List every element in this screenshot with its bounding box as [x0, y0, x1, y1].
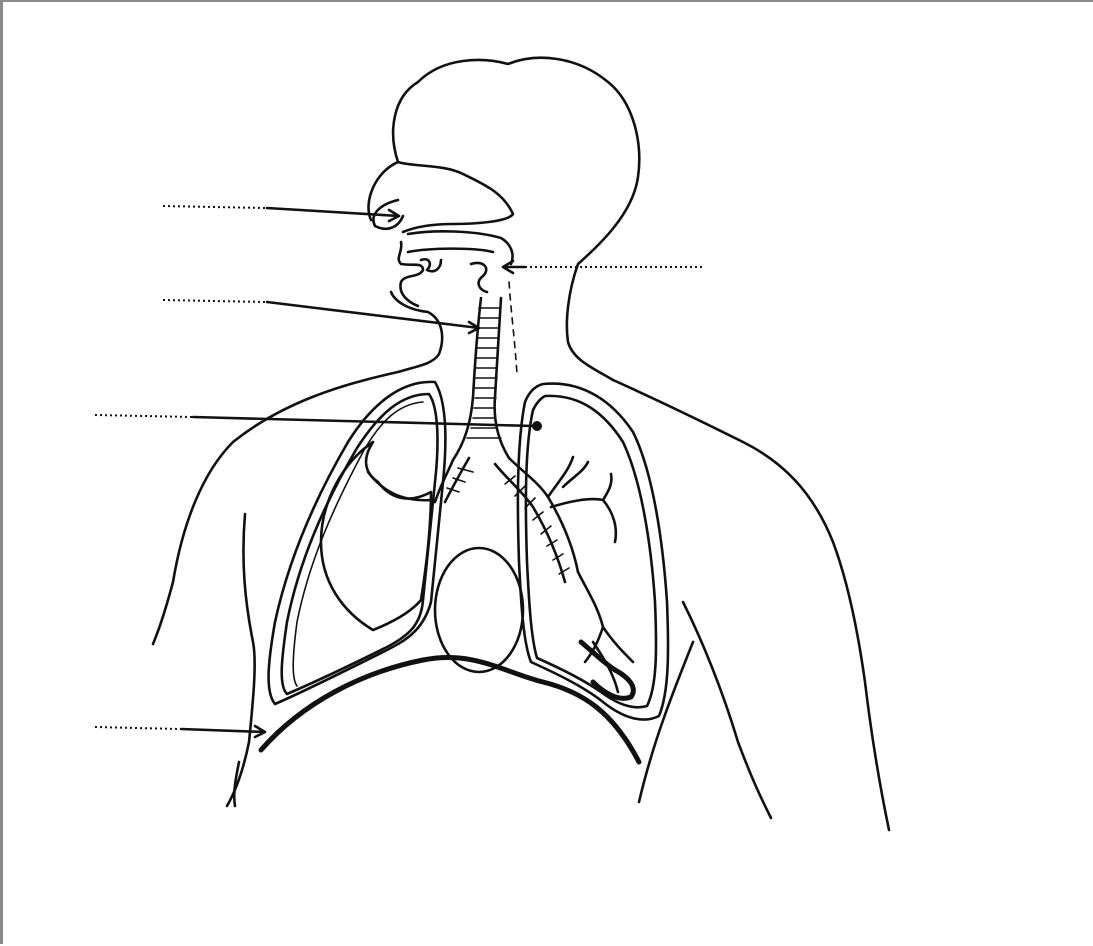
tongue: [408, 249, 493, 252]
pharynx: [471, 263, 487, 292]
left-lung: [269, 382, 446, 704]
windpipe-dots: [163, 300, 265, 302]
chin: [153, 292, 442, 644]
mouth-arrow: [503, 261, 525, 273]
lung-pointer-dot: [532, 421, 542, 431]
face-profile: [398, 162, 513, 232]
right-lung: [518, 384, 668, 720]
windpipe-arrow: [267, 302, 479, 333]
heart-chamber: [321, 442, 431, 630]
lung-dots: [95, 415, 193, 417]
diaphragm: [261, 657, 639, 762]
diaphragm-dots: [95, 727, 179, 729]
right-arm-inner: [639, 642, 693, 802]
esophagus: [509, 282, 517, 374]
left-arm: [227, 514, 255, 806]
heart: [435, 548, 523, 672]
nose-dots: [163, 206, 265, 208]
trachea: [453, 298, 509, 460]
right-arm: [683, 602, 771, 818]
diaphragm-arrow: [181, 726, 265, 737]
respiratory-system-diagram: [3, 2, 1093, 946]
